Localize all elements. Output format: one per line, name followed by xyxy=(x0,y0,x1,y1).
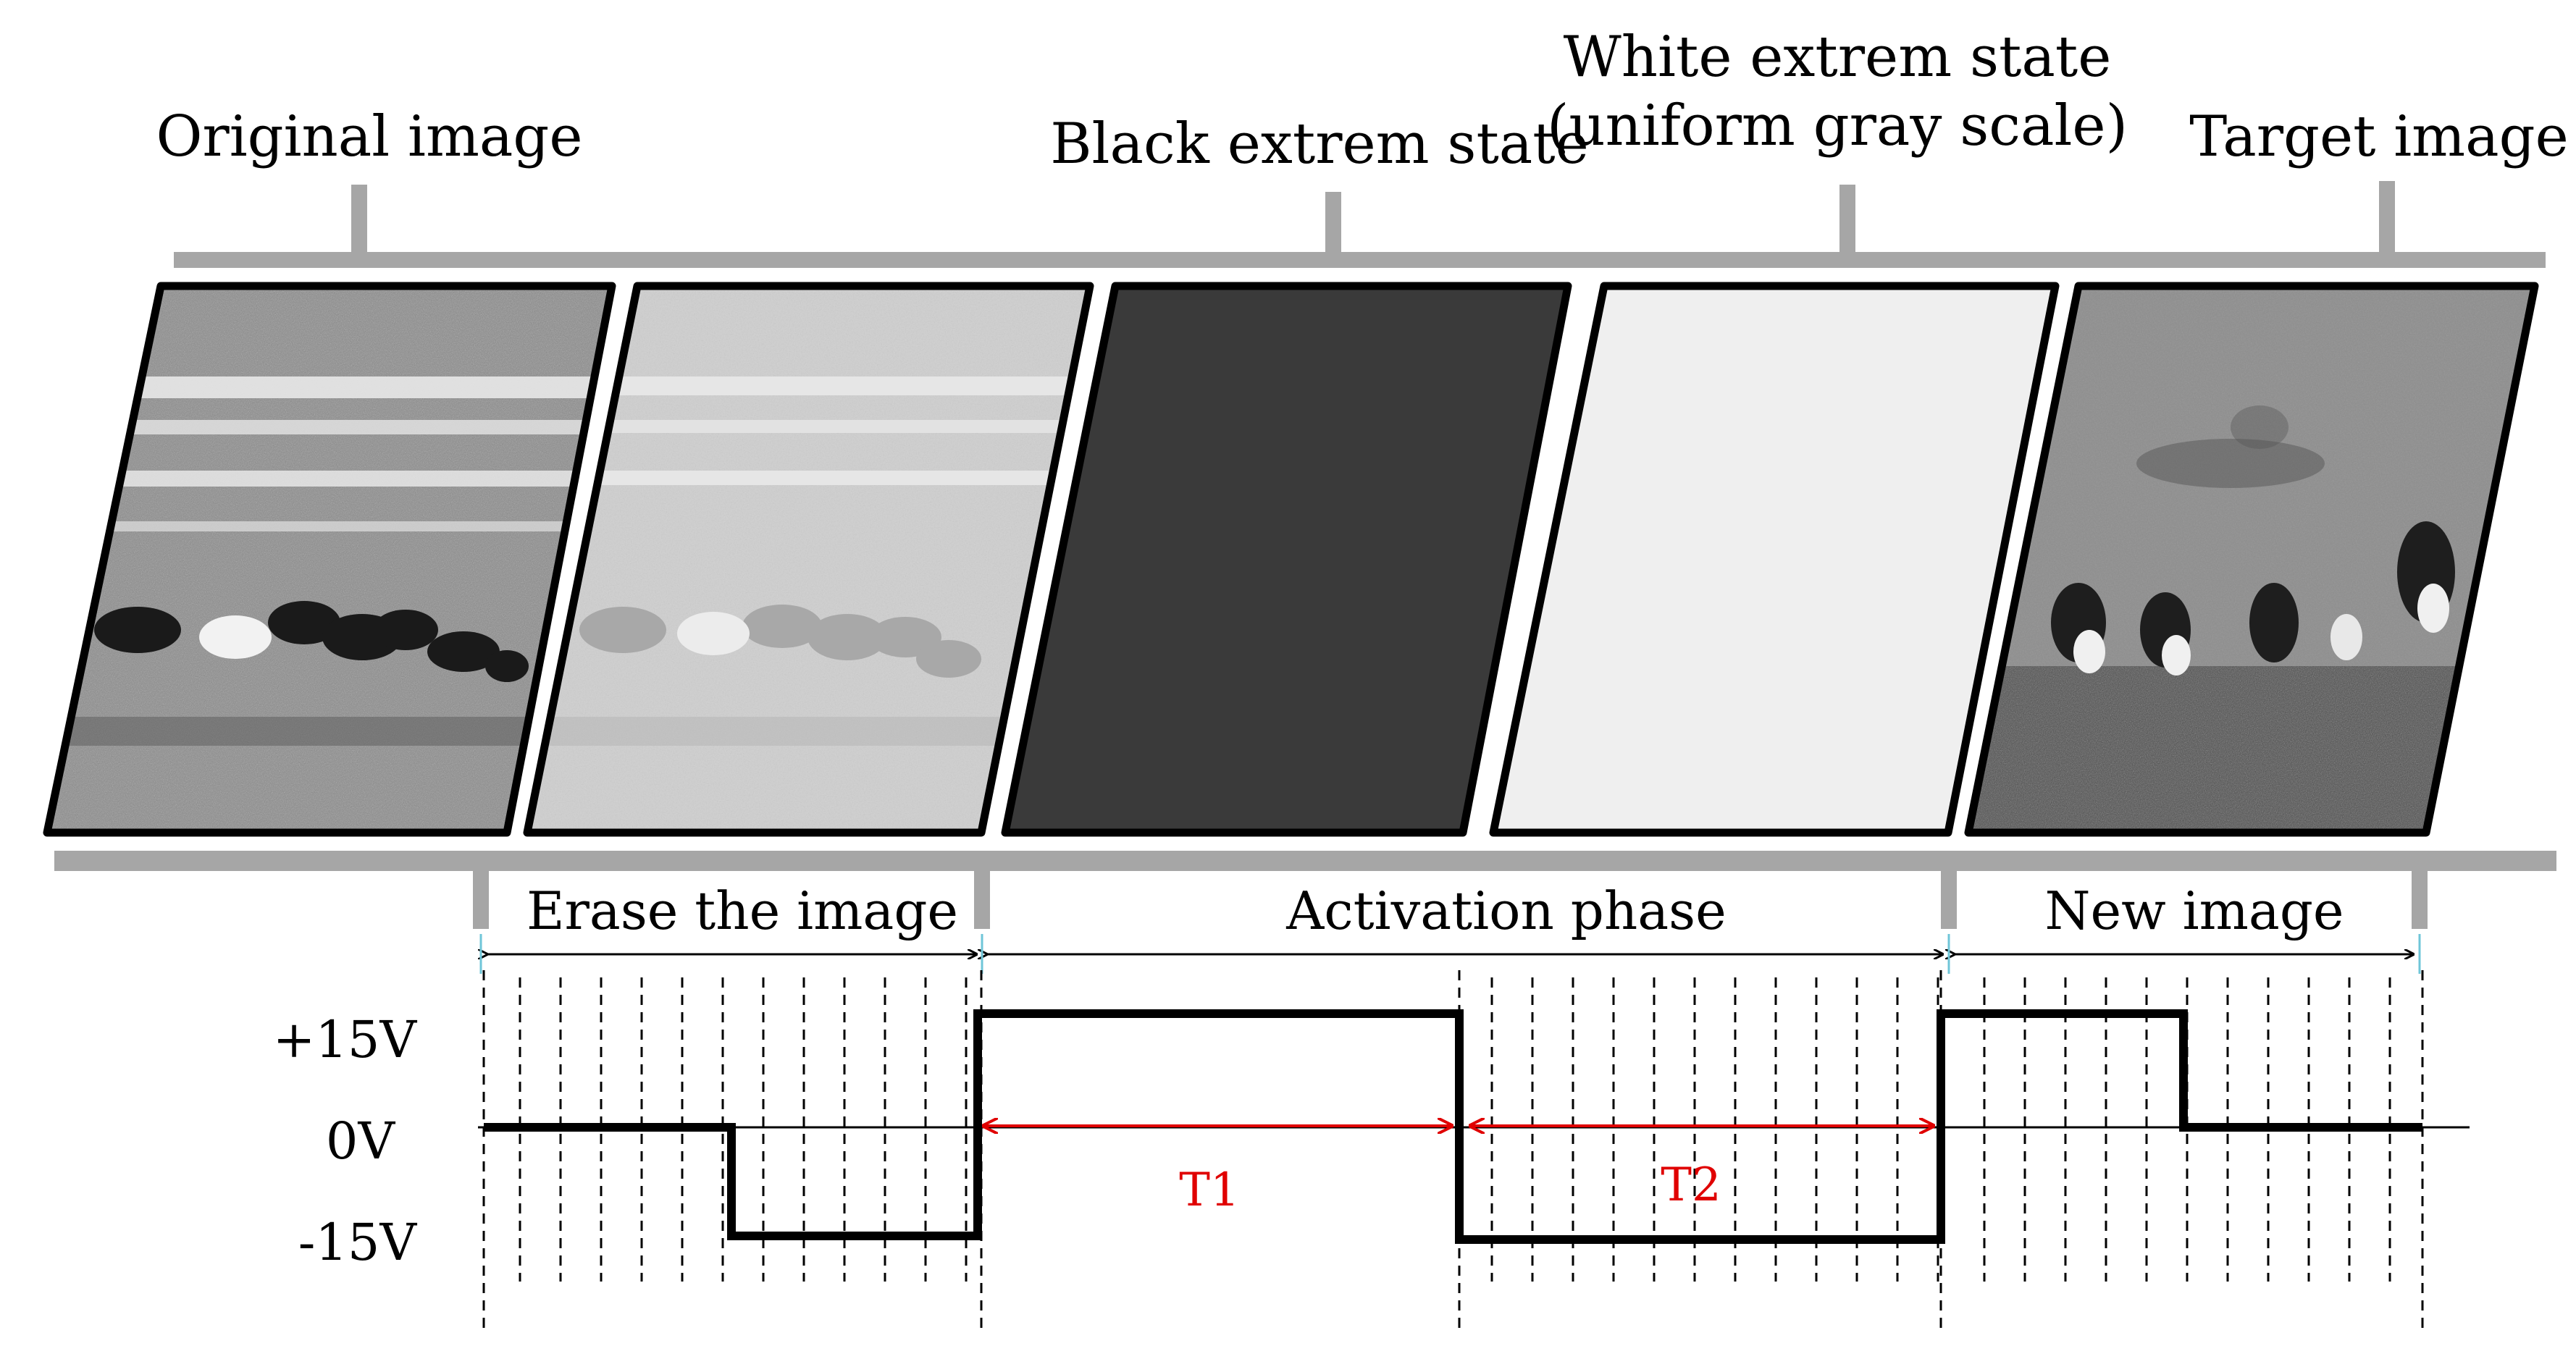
panel-original-image xyxy=(43,282,616,837)
label-new-image-phase: New image xyxy=(2044,880,2344,941)
label-interval-t2: T2 xyxy=(1661,1158,1721,1212)
label-original-image: Original image xyxy=(156,104,582,169)
label-target-image: Target image xyxy=(2189,104,2569,169)
label-voltage-low: -15V xyxy=(298,1213,418,1272)
panel-target-image xyxy=(1964,282,2539,837)
top-bracket xyxy=(174,181,2546,268)
label-voltage-zero: 0V xyxy=(326,1111,396,1171)
panel-erasing-image xyxy=(523,282,1094,837)
timing-grid xyxy=(482,970,2424,1332)
label-activation-phase: Activation phase xyxy=(1285,880,1726,941)
label-erase-phase: Erase the image xyxy=(526,880,958,941)
driving-waveform xyxy=(484,1009,2422,1244)
label-voltage-high: +15V xyxy=(273,1010,418,1069)
label-interval-t1: T1 xyxy=(1179,1164,1239,1217)
label-uniform-gray-scale: (uniform gray scale) xyxy=(1547,93,2128,159)
panel-white-extreme-state xyxy=(1489,282,2060,837)
bottom-bracket xyxy=(54,851,2556,929)
panel-black-extreme-state xyxy=(1001,282,1572,837)
label-black-extreme-state: Black extrem state xyxy=(1050,112,1589,177)
label-white-extreme-state: White extrem state xyxy=(1564,25,2112,90)
phase-boundaries xyxy=(479,934,2421,974)
